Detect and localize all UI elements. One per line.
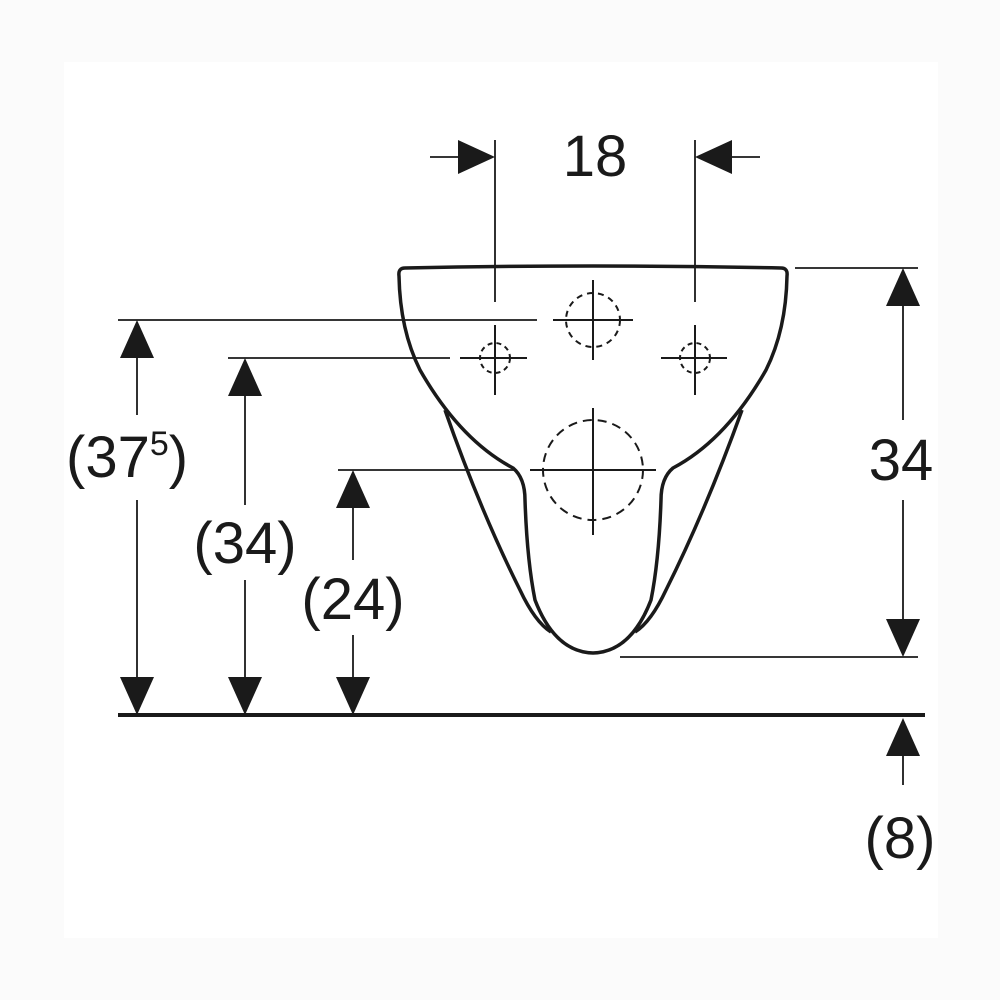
dim-left-total-main: (37 bbox=[66, 425, 150, 490]
dim-left-total: (375) bbox=[66, 425, 188, 490]
dim-left-total-sup: 5 bbox=[150, 425, 169, 463]
dim-left-total-close: ) bbox=[169, 425, 188, 490]
bowl-shell-right bbox=[634, 409, 744, 634]
arrow-down-icon bbox=[336, 677, 370, 715]
bowl-outline bbox=[397, 264, 789, 655]
fixing-hole-left bbox=[460, 325, 527, 395]
arrow-down-icon bbox=[228, 677, 262, 715]
arrow-up-icon bbox=[886, 718, 920, 756]
arrow-up-icon bbox=[120, 320, 154, 358]
dim-floor-offset: (8) bbox=[865, 806, 936, 871]
arrow-right-icon bbox=[458, 140, 495, 174]
arrow-up-icon bbox=[228, 358, 262, 396]
dim-top-width: 18 bbox=[563, 124, 628, 189]
drawing-sheet bbox=[64, 62, 938, 938]
dim-left-fixing: (34) bbox=[193, 511, 296, 576]
outlet-hole bbox=[530, 408, 656, 535]
dim-left-outlet: (24) bbox=[301, 567, 404, 632]
fixing-hole-right bbox=[661, 325, 727, 395]
arrow-down-icon bbox=[120, 677, 154, 715]
arrowheads bbox=[120, 140, 920, 756]
arrow-left-icon bbox=[695, 140, 732, 174]
fixing-hole-top bbox=[553, 280, 633, 360]
extension-lines bbox=[118, 140, 918, 785]
arrow-up-icon bbox=[336, 470, 370, 508]
arrow-down-icon bbox=[886, 619, 920, 657]
bowl-shell-left bbox=[443, 409, 552, 634]
arrow-up-icon bbox=[886, 268, 920, 306]
dim-right-height: 34 bbox=[869, 428, 934, 493]
